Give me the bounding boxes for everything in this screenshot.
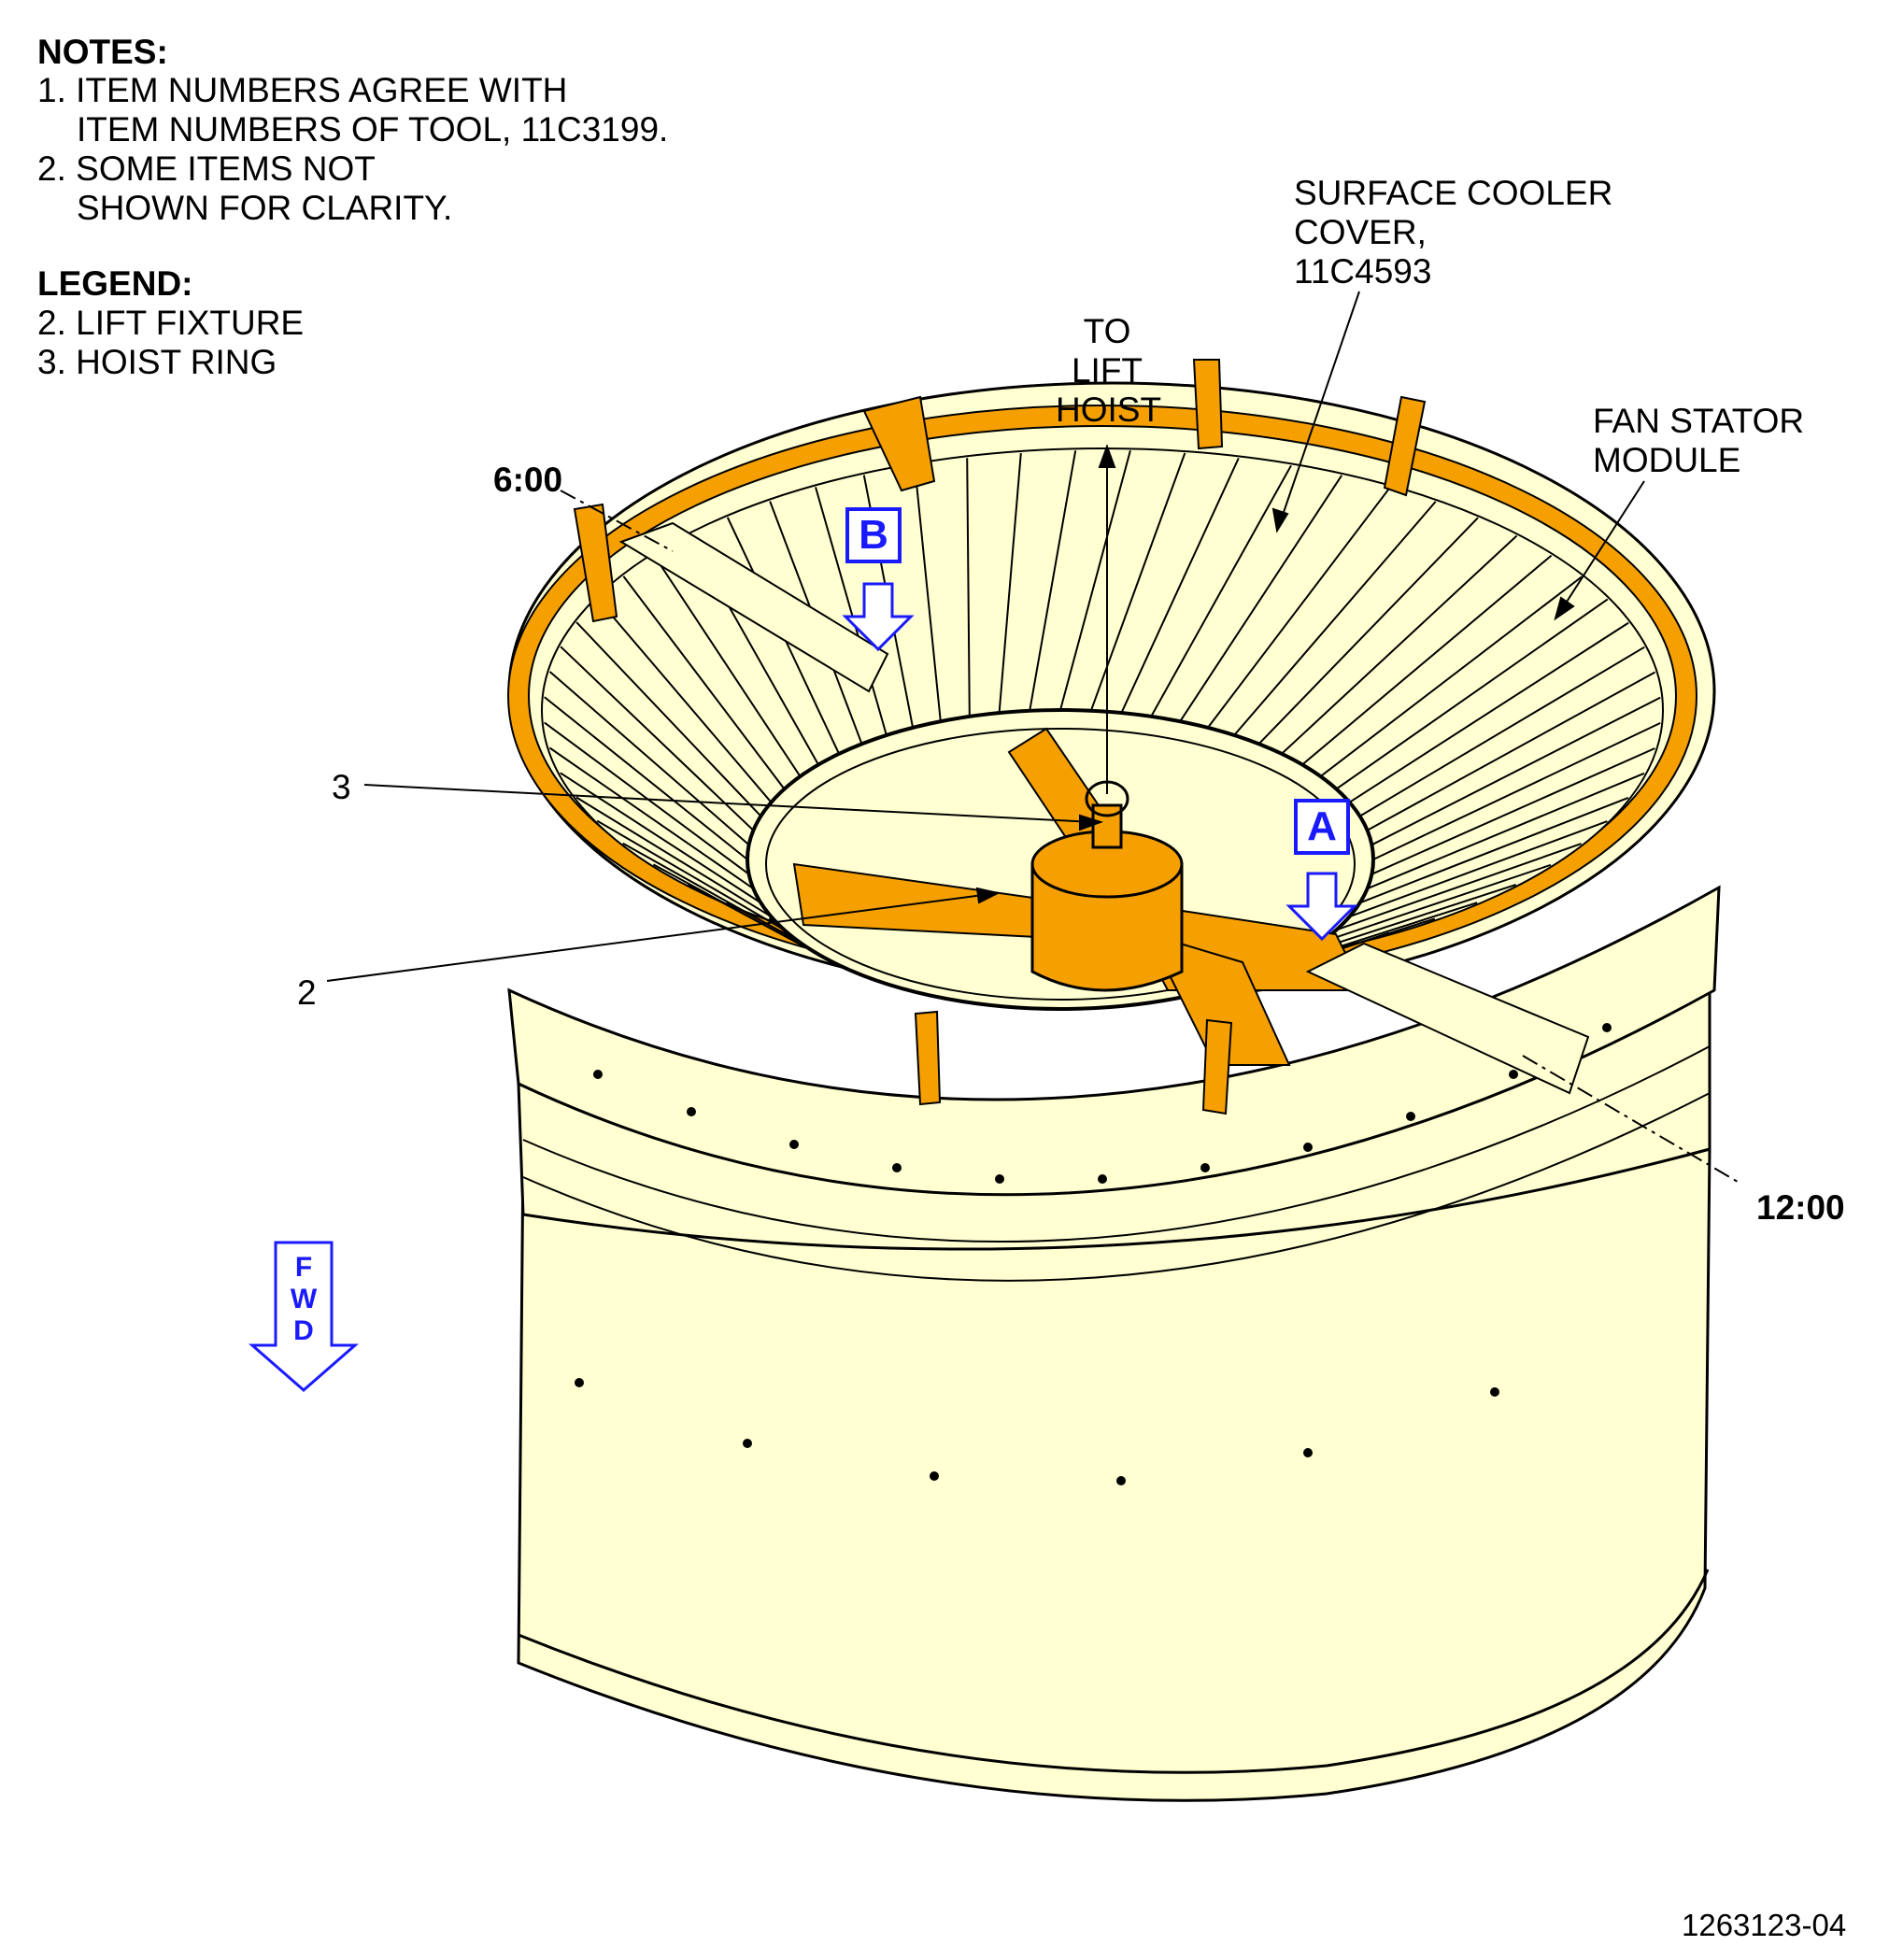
legend-item-lift-fixture: 2. LIFT FIXTURE [37,304,305,342]
hoist-line-3: HOIST [1056,391,1162,429]
stator-vane [1336,843,1582,931]
stator-vane [548,746,754,890]
support-bracket-6 [618,521,889,693]
note-1-line2: ITEM NUMBERS OF TOOL, 11C3199. [77,110,669,149]
stator-vane [1120,457,1240,714]
stator-vane [1301,554,1553,766]
stator-vane [575,621,762,817]
stator-vane [1367,772,1645,890]
legend-item-hoist-ring: 3. HOIST RING [37,343,277,381]
note-1: 1. ITEM NUMBERS AGREE WITH [37,71,567,110]
note-2-number: 2. [37,149,66,188]
stator-vane [1257,517,1479,745]
leader-lines [326,291,1739,1183]
stator-vane [1150,464,1292,717]
note-1-number: 1. [37,71,66,109]
stator-vane [560,772,761,904]
callout-surface-cooler-cover: SURFACE COOLER COVER, 11C4593 [1294,174,1612,291]
callout-item-3: 3 [332,768,351,806]
stator-vane [1371,696,1661,846]
hoist-line-2: LIFT [1071,351,1143,390]
note-2-line1: SOME ITEMS NOT [76,149,376,188]
view-arrow-a [1285,872,1358,942]
fwd-arrow [249,1241,359,1392]
cooler-line-3: 11C4593 [1294,252,1432,291]
view-a-label: A [1294,799,1350,855]
stator-vane [1335,598,1609,790]
stator-vane [544,696,748,860]
callout-item-2: 2 [297,973,317,1012]
cooler-line-1: SURFACE COOLER [1294,174,1613,212]
lower-flange [518,1569,1710,1774]
item3-leader [363,784,1094,823]
stator-casing [517,1147,1711,1802]
remove-before-flight-tags [573,359,1427,1115]
hoist-line-1: TO [1083,312,1131,350]
stator-vane [1371,747,1655,875]
stator-vane [596,598,773,803]
support-bracket-12 [1305,942,1590,1095]
stator-vane [652,863,819,956]
six-oclock-centerline [560,490,674,552]
stator-vane [998,452,1022,714]
stator-vane [1207,487,1391,729]
stator-vane [1359,796,1629,904]
stator-vane [548,671,750,846]
stator-vane [1319,575,1583,777]
cooler-line-2: COVER, [1294,213,1427,251]
stator-vane [560,646,755,831]
note-2-line2: SHOWN FOR CLARITY. [77,189,453,227]
stator-vane [914,465,942,722]
fwd-letter-d: D [293,1315,314,1346]
bolt-holes [575,1023,1612,1485]
stator-vane [1281,534,1518,755]
stator-vane [575,796,773,918]
stator-vane [1059,450,1131,711]
cooler-leader [1279,291,1360,524]
stator-line-1: FAN STATOR [1593,402,1805,440]
stator-vane [1372,721,1661,860]
stator-vane [815,487,888,736]
stator-vane [1349,820,1608,918]
stator-vane [596,819,786,931]
note-1-line1: ITEM NUMBERS AGREE WITH [76,71,568,109]
stator-vane [1359,646,1645,817]
upper-band [507,885,1721,1197]
legend-heading: LEGEND: [37,264,193,303]
stator-leader [1559,480,1645,613]
stator-line-2: MODULE [1593,441,1741,479]
lift-fixture-hub [1030,830,1184,992]
fwd-letter-f: F [294,1252,313,1283]
stator-vane [653,554,802,777]
view-b-label: B [845,507,902,563]
callout-12-oclock: 12:00 [1756,1188,1845,1227]
stator-vane [622,842,801,944]
stator-vane [1320,863,1552,944]
callout-to-lift-hoist: TO LIFT HOIST [1056,312,1162,430]
notes-heading: NOTES: [37,33,168,71]
view-arrow-b [842,582,915,652]
stator-vane [622,575,786,790]
stator-vane [1029,450,1077,711]
figure-id: 1263123-04 [1682,1908,1847,1942]
fwd-letter-w: W [290,1284,318,1314]
callout-fan-stator-module: FAN STATOR MODULE [1593,402,1804,480]
stator-vane [1179,475,1343,722]
stator-vane [966,458,971,717]
stator-vane [1367,671,1656,831]
item2-leader [326,893,991,982]
twelve-oclock-centerline [1522,1055,1739,1183]
stator-vane [1233,501,1437,736]
note-2: 2. SOME ITEMS NOT [37,149,376,189]
callout-6-oclock: 6:00 [493,461,563,499]
stator-vane [1348,621,1629,803]
fwd-label: F W D [280,1252,327,1347]
